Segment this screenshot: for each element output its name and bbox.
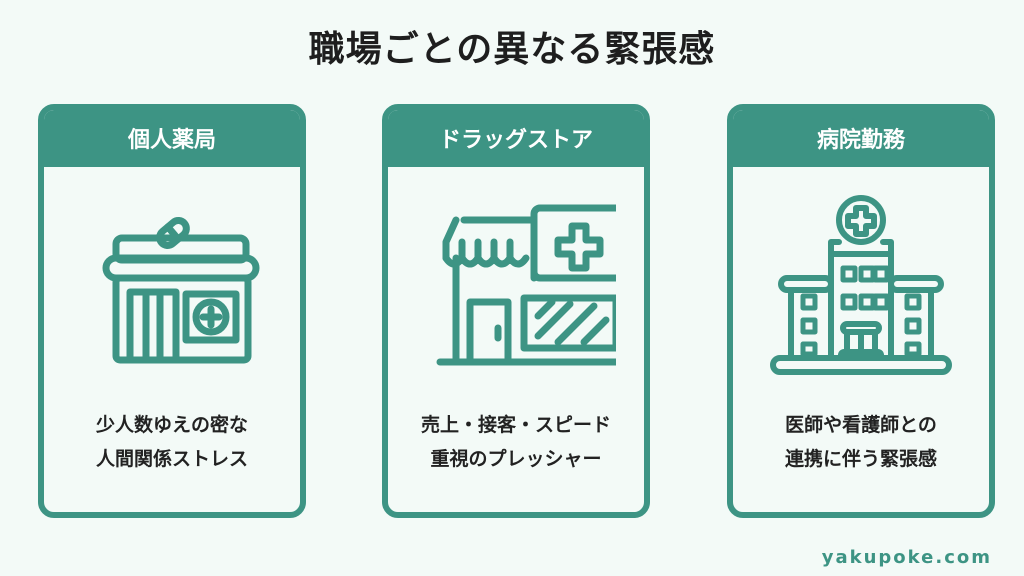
card-drugstore: ドラッグストア 売上・接客・スピード 重視のプレッシャー	[382, 104, 650, 518]
description-line: 人間関係ストレス	[95, 448, 248, 470]
drugstore-icon	[436, 204, 616, 366]
hospital-icon	[770, 195, 952, 375]
description-line: 売上・接客・スピード	[420, 414, 611, 436]
description-line: 少人数ゆえの密な	[95, 414, 248, 436]
page-title: 職場ごとの異なる緊張感	[308, 29, 716, 70]
card-header: ドラッグストア	[388, 110, 644, 167]
description-line: 重視のプレッシャー	[430, 448, 602, 470]
card-header: 病院勤務	[733, 110, 989, 167]
card-description: 少人数ゆえの密な 人間関係ストレス	[44, 408, 300, 476]
card-header: 個人薬局	[44, 110, 300, 167]
card-description: 医師や看護師との 連携に伴う緊張感	[733, 408, 989, 476]
card-private-pharmacy: 個人薬局 少人数ゆえの密な 人間関係ストレス	[38, 104, 306, 518]
card-description: 売上・接客・スピード 重視のプレッシャー	[388, 408, 644, 476]
pharmacy-icon	[102, 217, 260, 364]
description-line: 連携に伴う緊張感	[784, 448, 937, 470]
description-line: 医師や看護師との	[785, 414, 937, 436]
card-hospital: 病院勤務 医師や看護師との 連携に伴う緊張感	[727, 104, 995, 518]
site-footer: yakupoke.com	[821, 547, 992, 568]
